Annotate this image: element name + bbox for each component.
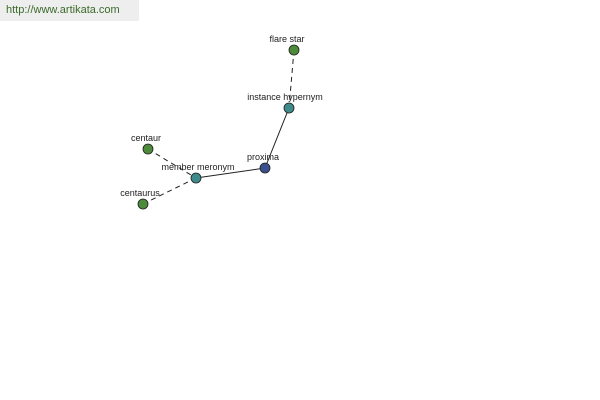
node-label-proxima: proxima (247, 152, 279, 162)
nodes-layer (137, 44, 300, 210)
node-member-meronym[interactable] (190, 172, 202, 184)
node-proxima[interactable] (259, 162, 271, 174)
node-centaurus[interactable] (137, 198, 149, 210)
edge-proxima-member-meronym (195, 167, 266, 179)
node-label-centaurus: centaurus (120, 188, 160, 198)
node-label-instance-hypernym: instance hypernym (247, 92, 323, 102)
edge-instance-hypernym-proxima (264, 107, 290, 169)
edge-member-meronym-centaurus (142, 177, 197, 205)
watermark-url: http://www.artikata.com (0, 0, 139, 21)
edge-centaur-member-meronym (147, 148, 197, 179)
node-label-member-meronym: member meronym (161, 162, 234, 172)
node-centaur[interactable] (142, 143, 154, 155)
node-label-centaur: centaur (131, 133, 161, 143)
edges-layer (142, 49, 295, 205)
edge-flare-star-instance-hypernym (288, 49, 295, 109)
node-label-flare-star: flare star (269, 34, 304, 44)
labels-layer: flare star instance hypernym proxima member… (120, 34, 323, 198)
node-flare-star[interactable] (288, 44, 300, 56)
node-instance-hypernym[interactable] (283, 102, 295, 114)
